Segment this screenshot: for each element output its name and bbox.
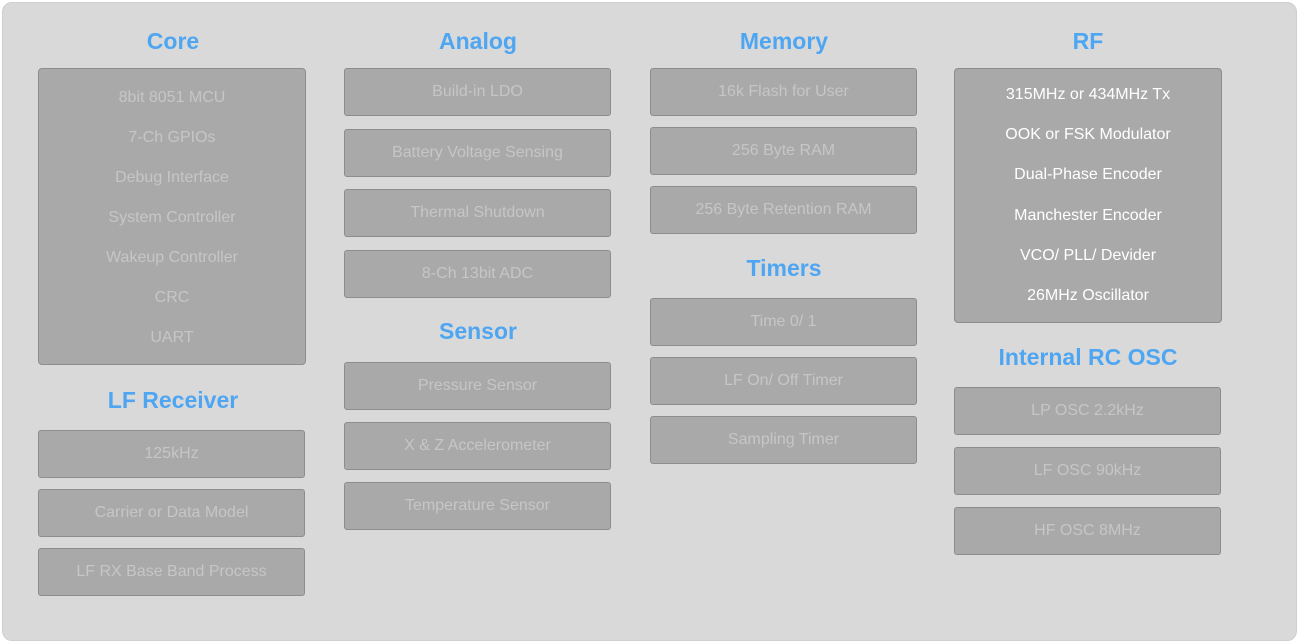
- lf-receiver-item: Carrier or Data Model: [38, 489, 305, 537]
- section-title-memory: Memory: [739, 28, 829, 54]
- rf-item: 26MHz Oscillator: [1027, 287, 1149, 304]
- memory-item: 16k Flash for User: [650, 68, 917, 116]
- rf-item: OOK or FSK Modulator: [1005, 126, 1171, 143]
- timers-item: Time 0/ 1: [650, 298, 917, 346]
- section-title-rf: RF: [1072, 28, 1104, 54]
- core-item: UART: [150, 329, 194, 346]
- analog-item: Battery Voltage Sensing: [344, 129, 611, 177]
- internal-rc-osc-item: LF OSC 90kHz: [954, 447, 1221, 495]
- core-item: 7-Ch GPIOs: [128, 129, 216, 146]
- sensor-item: Temperature Sensor: [344, 482, 611, 530]
- timers-item: LF On/ Off Timer: [650, 357, 917, 405]
- internal-rc-osc-item: HF OSC 8MHz: [954, 507, 1221, 555]
- analog-item: Thermal Shutdown: [344, 189, 611, 237]
- rf-item: 315MHz or 434MHz Tx: [1005, 86, 1171, 103]
- timers-item: Sampling Timer: [650, 416, 917, 464]
- section-title-timers: Timers: [746, 255, 822, 281]
- section-title-lf-receiver: LF Receiver: [107, 387, 239, 413]
- core-item: Debug Interface: [115, 169, 229, 186]
- internal-rc-osc-item: LP OSC 2.2kHz: [954, 387, 1221, 435]
- rf-block: 315MHz or 434MHz Tx OOK or FSK Modulator…: [954, 68, 1222, 323]
- core-item: Wakeup Controller: [106, 249, 238, 266]
- analog-item: Build-in LDO: [344, 68, 611, 116]
- memory-item: 256 Byte RAM: [650, 127, 917, 175]
- section-title-analog: Analog: [439, 28, 517, 54]
- lf-receiver-item: 125kHz: [38, 430, 305, 478]
- section-title-core: Core: [146, 28, 200, 54]
- rf-item: VCO/ PLL/ Devider: [1019, 247, 1157, 264]
- core-item: System Controller: [108, 209, 236, 226]
- sensor-item: X & Z Accelerometer: [344, 422, 611, 470]
- memory-item: 256 Byte Retention RAM: [650, 186, 917, 234]
- core-item: CRC: [154, 289, 190, 306]
- analog-item: 8-Ch 13bit ADC: [344, 250, 611, 298]
- section-title-sensor: Sensor: [439, 318, 517, 344]
- rf-item: Dual-Phase Encoder: [1014, 166, 1162, 183]
- rf-item: Manchester Encoder: [1014, 207, 1162, 224]
- core-item: 8bit 8051 MCU: [118, 89, 226, 106]
- sensor-item: Pressure Sensor: [344, 362, 611, 410]
- lf-receiver-item: LF RX Base Band Process: [38, 548, 305, 596]
- section-title-internal-rc-osc: Internal RC OSC: [998, 344, 1178, 370]
- core-block: 8bit 8051 MCU 7-Ch GPIOs Debug Interface…: [38, 68, 306, 365]
